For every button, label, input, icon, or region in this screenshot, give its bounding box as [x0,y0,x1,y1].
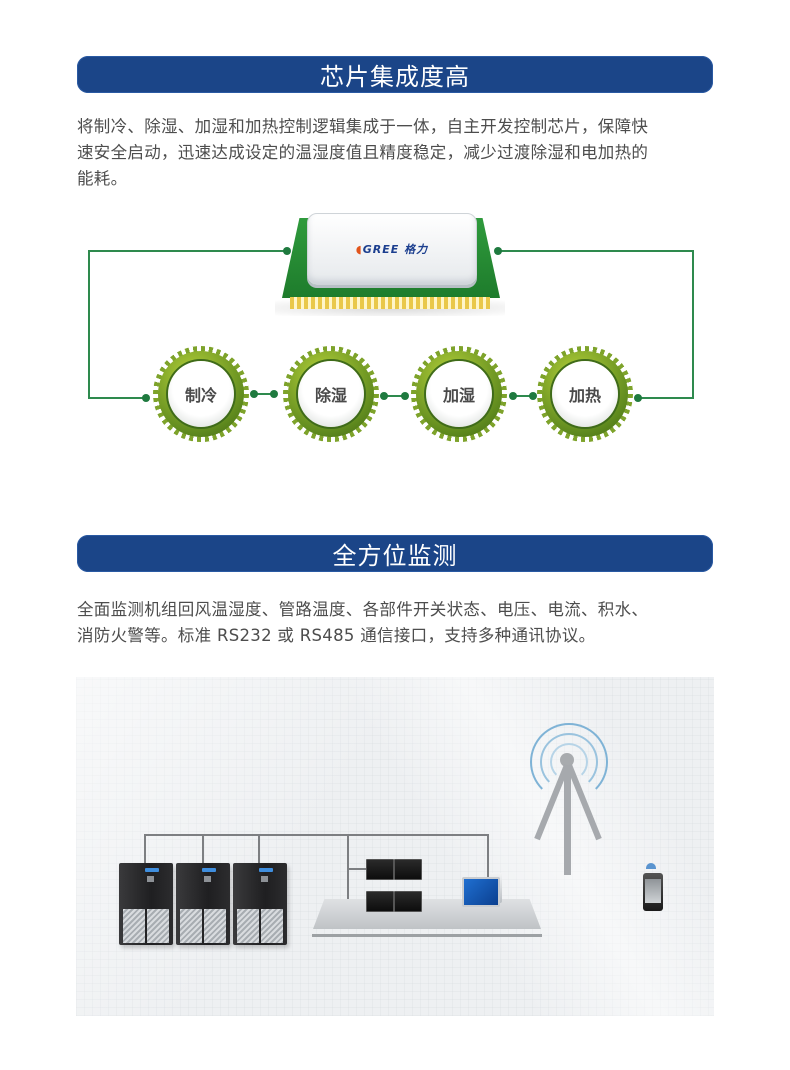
gear-humidify: 加湿 [411,346,507,442]
gear-face: 除湿 [298,361,364,427]
wire-node [509,392,517,400]
gear-label: 除湿 [314,386,347,405]
wire-node [380,392,388,400]
computer-monitor-icon [462,877,500,907]
section-banner-chip-integration: 芯片集成度高 [77,56,713,93]
control-desk-edge [312,934,542,937]
section-description: 将制冷、除湿、加湿和加热控制逻辑集成于一体，自主开发控制芯片，保障快 速安全启动… [77,114,717,192]
paragraph-line: 全面监测机组回风温湿度、管路温度、各部件开关状态、电压、电流、积水、 [77,600,649,619]
monitor-icon [366,891,394,912]
bus-drop [258,834,260,864]
section-title: 芯片集成度高 [320,63,470,91]
wifi-signal-icon [646,863,656,869]
network-bus [144,834,488,836]
unit-grille [261,909,283,943]
signal-wave [550,743,588,781]
wire-node [634,394,642,402]
chip-pins [290,297,490,309]
unit-grille [123,909,145,943]
paragraph-line: 速安全启动，迅速达成设定的温湿度值且精度稳定，减少过渡除湿和电加热的 [77,143,649,162]
unit-grille [180,909,202,943]
tower-leg [564,765,571,875]
unit-grille [147,909,169,943]
gear-label: 制冷 [184,386,217,405]
bus-drop [202,834,204,864]
monitor-icon [394,891,422,912]
unit-display [202,868,216,872]
monitor-icon [394,859,422,880]
control-desk [313,899,541,929]
wire-right-vertical [692,250,694,398]
wire-left-top [88,250,288,252]
unit-screen [204,876,211,882]
section-title: 全方位监测 [332,542,458,570]
wire-node [250,390,258,398]
wire-right-bottom [638,397,694,399]
unit-display [145,868,159,872]
section-description: 全面监测机组回风温湿度、管路温度、各部件开关状态、电压、电流、积水、 消防火警等… [77,597,717,649]
bus-drop [144,834,146,864]
wire-node [494,247,502,255]
monitoring-network-diagram [76,677,714,1016]
gear-dehumidify: 除湿 [283,346,379,442]
unit-grille [237,909,259,943]
unit-grille [204,909,226,943]
wire-node [283,247,291,255]
unit-display [259,868,273,872]
gear-face: 制冷 [168,361,234,427]
wire-left-vertical [88,250,90,398]
gear-label: 加湿 [442,386,475,405]
paragraph-line: 将制冷、除湿、加湿和加热控制逻辑集成于一体，自主开发控制芯片，保障快 [77,117,649,136]
signal-wave [540,733,598,791]
smartphone-icon [643,873,663,911]
wire-node [270,390,278,398]
gree-logo: ◖GREE 格力 [355,243,429,256]
chip-icon: ◖GREE 格力 [307,213,477,285]
gear-face: 加湿 [426,361,492,427]
precision-ac-unit-icon [233,863,287,945]
gear-label: 加热 [568,386,601,405]
monitor-icon [366,859,394,880]
gear-link [383,395,407,397]
wire-right-top [496,250,694,252]
gear-link [511,395,535,397]
precision-ac-unit-icon [119,863,173,945]
wire-node [529,392,537,400]
bus-drop [487,834,489,884]
unit-screen [261,876,268,882]
gear-cooling: 制冷 [153,346,249,442]
bus-drop [347,834,349,906]
gear-link [252,393,276,395]
gear-heating: 加热 [537,346,633,442]
section-banner-monitoring: 全方位监测 [77,535,713,572]
wire-left-bottom [88,397,148,399]
precision-ac-unit-icon [176,863,230,945]
gear-face: 加热 [552,361,618,427]
wire-node [401,392,409,400]
paragraph-line: 消防火警等。标准 RS232 或 RS485 通信接口，支持多种通讯协议。 [77,626,596,645]
unit-screen [147,876,154,882]
signal-wave [530,723,608,801]
paragraph-line: 能耗。 [77,169,128,188]
bus-branch [347,868,367,870]
wire-node [142,394,150,402]
tower-antenna [560,753,574,767]
